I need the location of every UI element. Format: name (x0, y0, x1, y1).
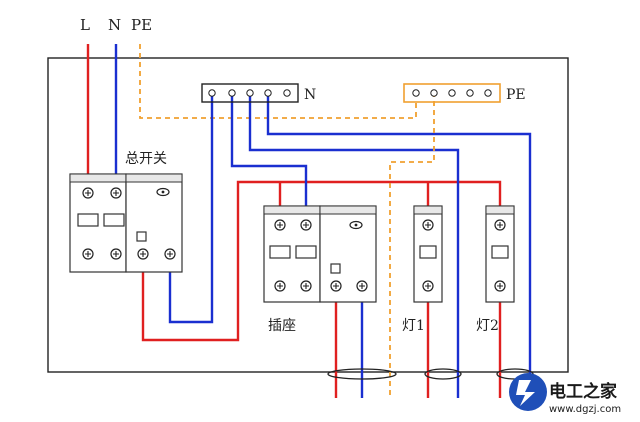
earth-terminals (412, 89, 492, 97)
neutral-terminals (208, 89, 291, 97)
label-light2: 灯2 (476, 318, 499, 334)
label-live: L (80, 16, 90, 34)
label-light1: 灯1 (402, 318, 425, 334)
socket-breaker (263, 205, 377, 303)
cable-ring-socket (327, 368, 397, 380)
wire-neutral-light1 (248, 92, 460, 398)
label-earth: PE (131, 16, 152, 34)
wire-main-live-out (141, 180, 502, 342)
wire-neutral-light2 (266, 92, 532, 398)
neutral-terminal-bar (201, 83, 299, 103)
watermark-title: 电工之家 (549, 381, 617, 402)
watermark-logo: 电工之家 www.dgzj.com (509, 373, 621, 415)
light1-breaker (413, 205, 443, 303)
wire-earth-socket (389, 92, 435, 398)
label-neutral-bar: N (304, 87, 316, 103)
label-main-switch: 总开关 (125, 151, 167, 167)
distribution-box (47, 57, 569, 373)
label-earth-bar: PE (506, 87, 526, 103)
wire-neutral-socket (230, 92, 308, 206)
earth-terminal-bar (403, 83, 501, 103)
wire-main-neutral-out (168, 92, 214, 324)
main-switch-breaker (69, 173, 183, 273)
wire-earth-in (139, 44, 417, 119)
label-neutral: N (108, 16, 121, 34)
watermark-url: www.dgzj.com (549, 404, 621, 415)
light2-breaker (485, 205, 515, 303)
label-socket: 插座 (268, 318, 296, 334)
cable-ring-light1 (424, 368, 462, 380)
